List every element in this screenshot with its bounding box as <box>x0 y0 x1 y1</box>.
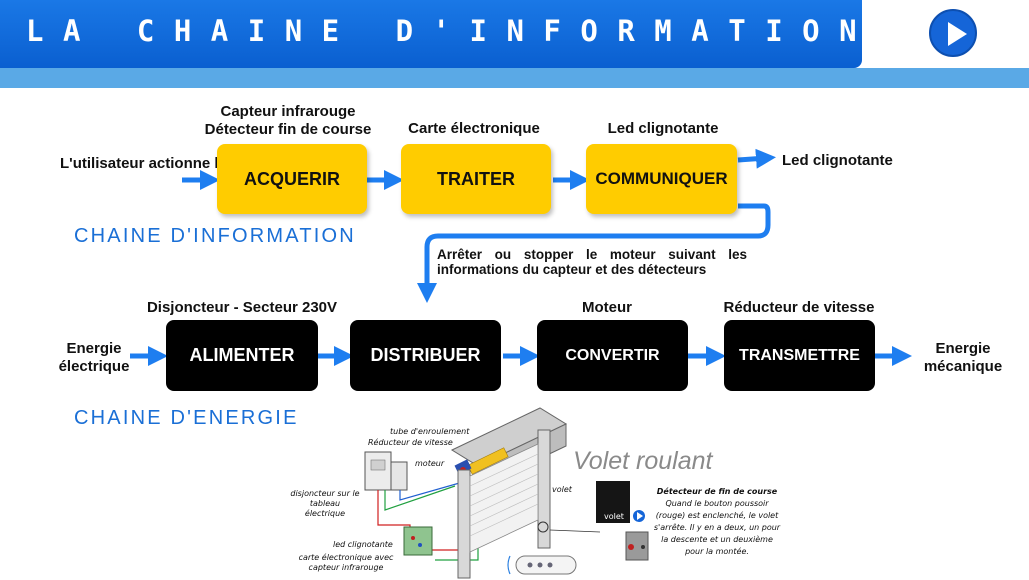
block-transmettre: TRANSMETTRE <box>724 320 875 391</box>
block-communiquer: COMMUNIQUER <box>586 144 737 214</box>
detector-description: Détecteur de fin de course Quand le bout… <box>652 486 782 558</box>
convertir-note: Moteur <box>582 299 632 316</box>
carte-label: carte électronique avec capteur infrarou… <box>298 553 394 572</box>
play-button[interactable] <box>929 9 977 57</box>
play-icon <box>948 22 967 46</box>
block-convertir: CONVERTIR <box>537 320 688 391</box>
energy-input-label: Energie électrique <box>58 340 130 375</box>
energy-chain-label: CHAINE D'ENERGIE <box>74 407 299 429</box>
moteur-label: moteur <box>415 459 445 468</box>
detector-text: Quand le bouton poussoir (rouge) est enc… <box>653 499 781 556</box>
energy-output-label: Energie mécanique <box>923 340 1003 375</box>
led-screen-drawing <box>596 481 645 523</box>
header-bar: LA CHAINE D'INFORMATION <box>0 0 862 68</box>
traiter-note: Carte électronique <box>408 120 540 137</box>
communiquer-note: Led clignotante <box>607 120 719 137</box>
shutter-drawing <box>450 407 601 579</box>
carte-drawing <box>403 526 433 556</box>
info-output-label: Led clignotante <box>782 152 893 169</box>
block-alimenter: ALIMENTER <box>166 320 318 391</box>
arrow-info-output <box>737 148 776 169</box>
volet-roulant-title: Volet roulant <box>573 447 713 475</box>
info-chain-label: CHAINE D'INFORMATION <box>74 225 356 247</box>
header-strip <box>0 68 1029 88</box>
remote-control-drawing <box>507 555 577 575</box>
screen-text: volet <box>604 512 624 521</box>
alimenter-note: Disjoncteur - Secteur 230V <box>146 299 338 316</box>
block-acquerir: ACQUERIR <box>217 144 367 214</box>
volet-label: volet <box>552 485 572 494</box>
page-title: LA CHAINE D'INFORMATION <box>26 14 877 48</box>
detector-drawing <box>625 531 649 561</box>
acquerir-note: Capteur infrarouge Détecteur fin de cour… <box>204 103 372 138</box>
block-traiter: TRAITER <box>401 144 551 214</box>
transmettre-note: Réducteur de vitesse <box>723 299 875 316</box>
led-label: led clignotante <box>333 540 393 549</box>
reducteur-label: Réducteur de vitesse <box>368 438 453 447</box>
disjoncteur-drawing <box>364 451 408 491</box>
order-text: Arrêter ou stopper le moteur suivant les… <box>437 247 747 277</box>
block-distribuer: DISTRIBUER <box>350 320 501 391</box>
tube-label: tube d'enroulement <box>390 427 470 436</box>
detector-title: Détecteur de fin de course <box>656 487 778 496</box>
arrow-order-path <box>417 203 771 303</box>
disjoncteur-label: disjoncteur sur le tableau électrique <box>290 489 360 518</box>
